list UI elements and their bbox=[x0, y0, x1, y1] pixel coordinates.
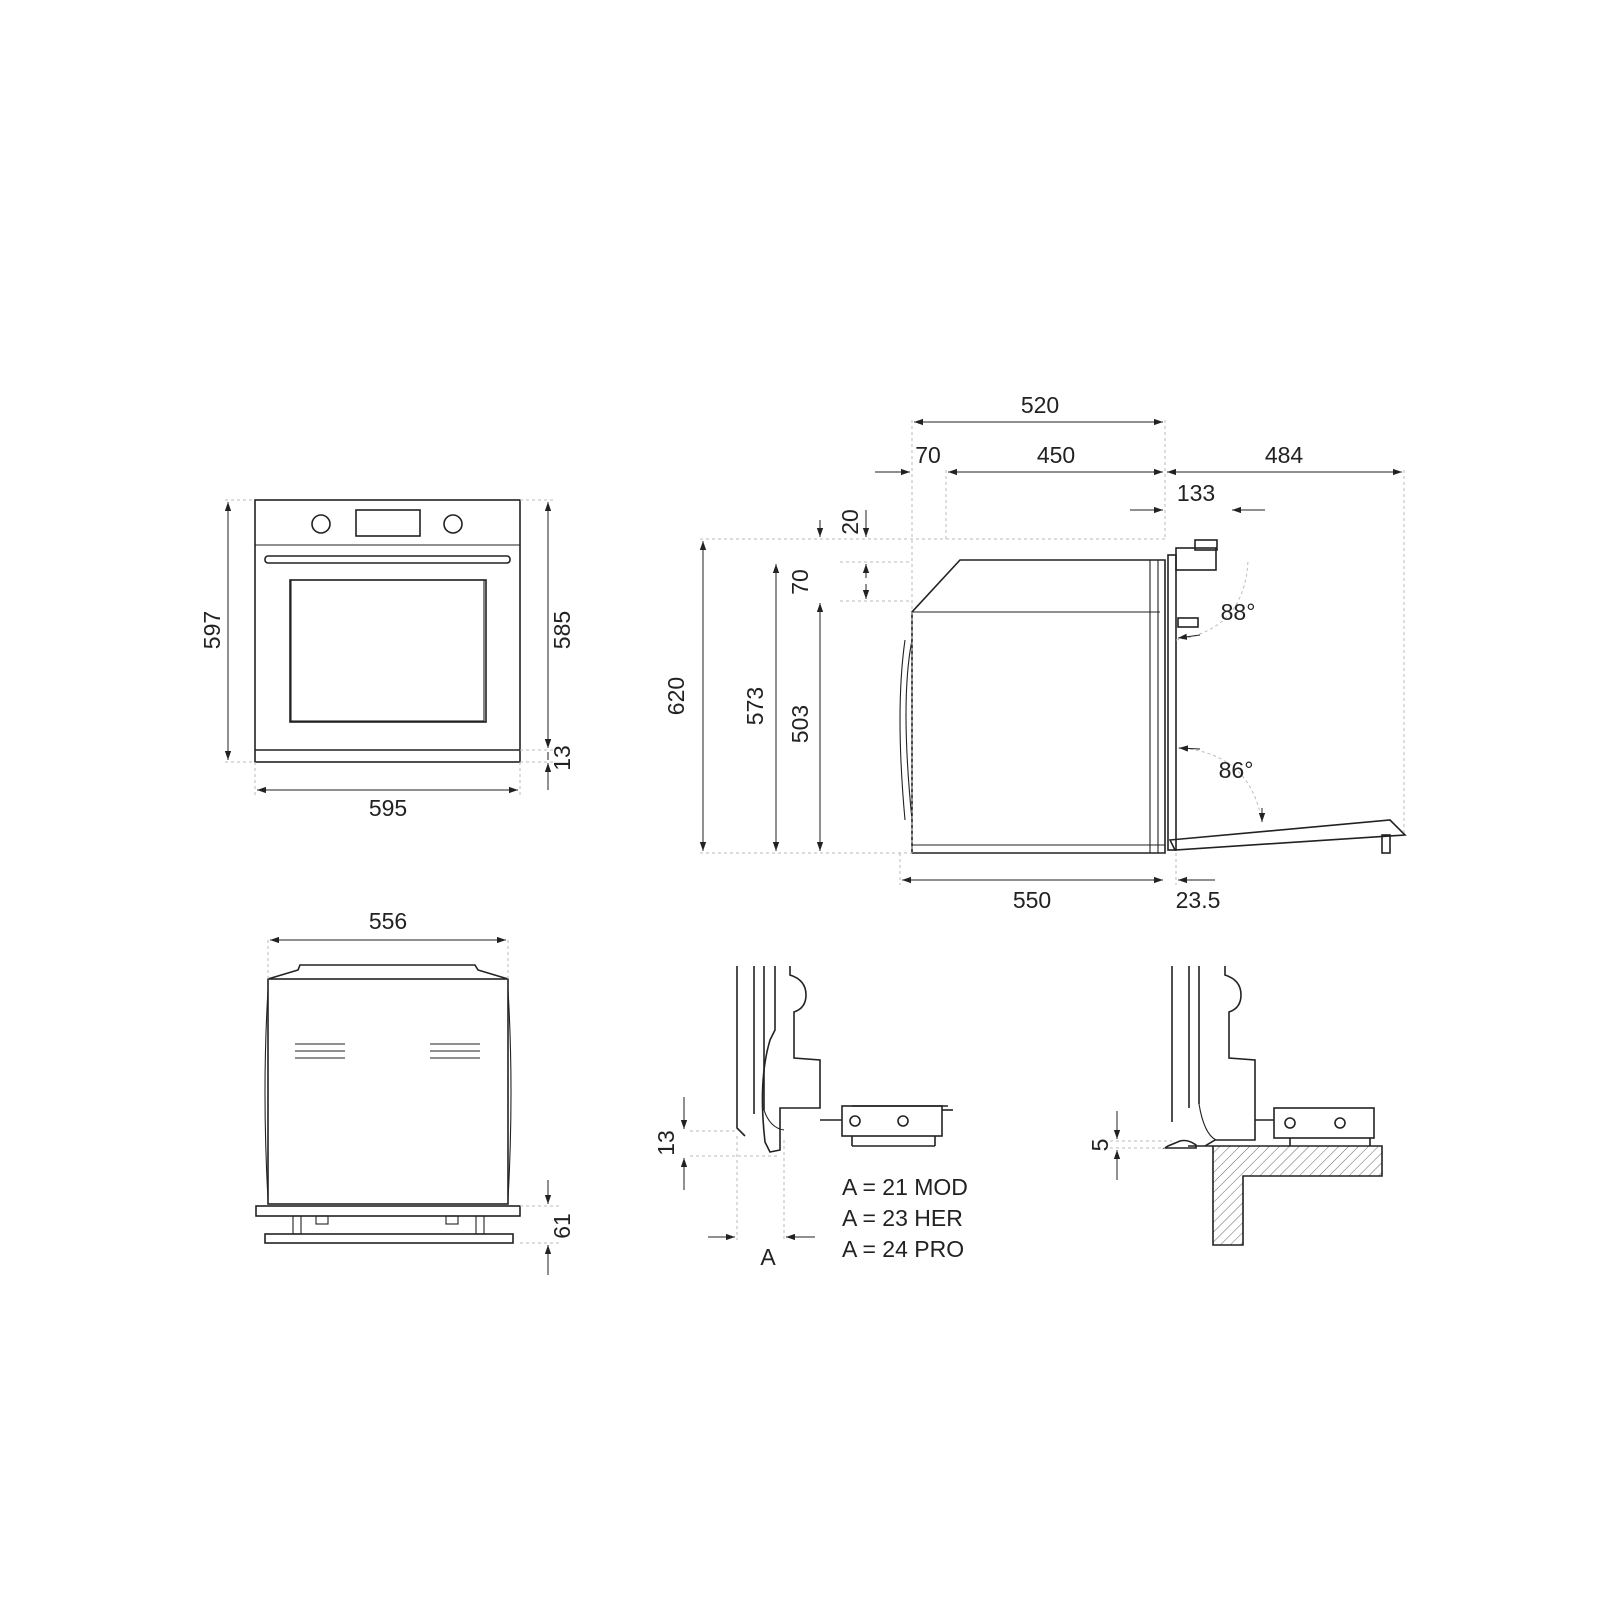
dim-side-upper-gap: 70 bbox=[787, 569, 813, 595]
side-body bbox=[911, 559, 1166, 854]
dim-side-height-body: 573 bbox=[742, 687, 768, 725]
dim-front-bottom-gap: 13 bbox=[549, 745, 575, 771]
dim-side-depth-top: 520 bbox=[1021, 392, 1059, 418]
top-view: 556 61 bbox=[255, 908, 575, 1275]
countertop-section bbox=[1188, 1145, 1383, 1246]
open-door bbox=[1168, 819, 1407, 851]
top-door bbox=[264, 1233, 514, 1244]
right-knob bbox=[443, 514, 463, 534]
legend-line-2: A = 23 HER bbox=[842, 1205, 963, 1231]
dim-front-height-total: 597 bbox=[199, 611, 225, 649]
door-handle bbox=[264, 555, 511, 564]
dim-side-panel: 70 bbox=[915, 442, 941, 468]
dim-detail-b-gap: 5 bbox=[1087, 1139, 1113, 1152]
front-outer-frame bbox=[254, 499, 521, 763]
front-view: 597 585 13 595 bbox=[199, 499, 575, 821]
dim-detail-a-gap: 13 bbox=[653, 1130, 679, 1156]
detail-b-rail bbox=[1273, 1107, 1375, 1139]
dim-door-angle-bottom: 86° bbox=[1219, 757, 1254, 783]
dim-top-bottom-gap: 61 bbox=[549, 1213, 575, 1239]
dim-side-depth-inner: 450 bbox=[1037, 442, 1075, 468]
side-knob bbox=[1177, 617, 1199, 628]
dim-front-width: 595 bbox=[369, 795, 407, 821]
legend-line-3: A = 24 PRO bbox=[842, 1236, 964, 1262]
legend-line-1: A = 21 MOD bbox=[842, 1174, 968, 1200]
dim-side-depth-bottom: 550 bbox=[1013, 887, 1051, 913]
dim-side-top-gap: 20 bbox=[837, 509, 863, 535]
dim-detail-a-label: A bbox=[760, 1244, 776, 1270]
side-door bbox=[1167, 554, 1177, 851]
dim-side-height-total: 620 bbox=[663, 677, 689, 715]
display-panel bbox=[355, 509, 421, 537]
dim-door-thickness: 23.5 bbox=[1176, 887, 1221, 913]
detail-a-rail bbox=[841, 1105, 943, 1137]
dim-top-width: 556 bbox=[369, 908, 407, 934]
side-view: 520 70 450 484 133 20 70 620 573 503 88°… bbox=[663, 392, 1407, 913]
detail-a: 13 A A = 21 MOD A = 23 HER A = 24 PRO bbox=[653, 966, 968, 1270]
dim-side-height-inner: 503 bbox=[787, 705, 813, 743]
side-handle bbox=[1175, 547, 1217, 571]
detail-b: 5 bbox=[1087, 966, 1383, 1246]
dim-door-angle-top: 88° bbox=[1221, 599, 1256, 625]
left-knob bbox=[311, 514, 331, 534]
dim-handle-offset: 133 bbox=[1177, 480, 1215, 506]
dim-front-height-body: 585 bbox=[549, 611, 575, 649]
top-front-panel bbox=[255, 1205, 521, 1217]
dim-door-open-reach: 484 bbox=[1265, 442, 1304, 468]
top-body bbox=[267, 978, 509, 1205]
door-window bbox=[290, 579, 485, 722]
